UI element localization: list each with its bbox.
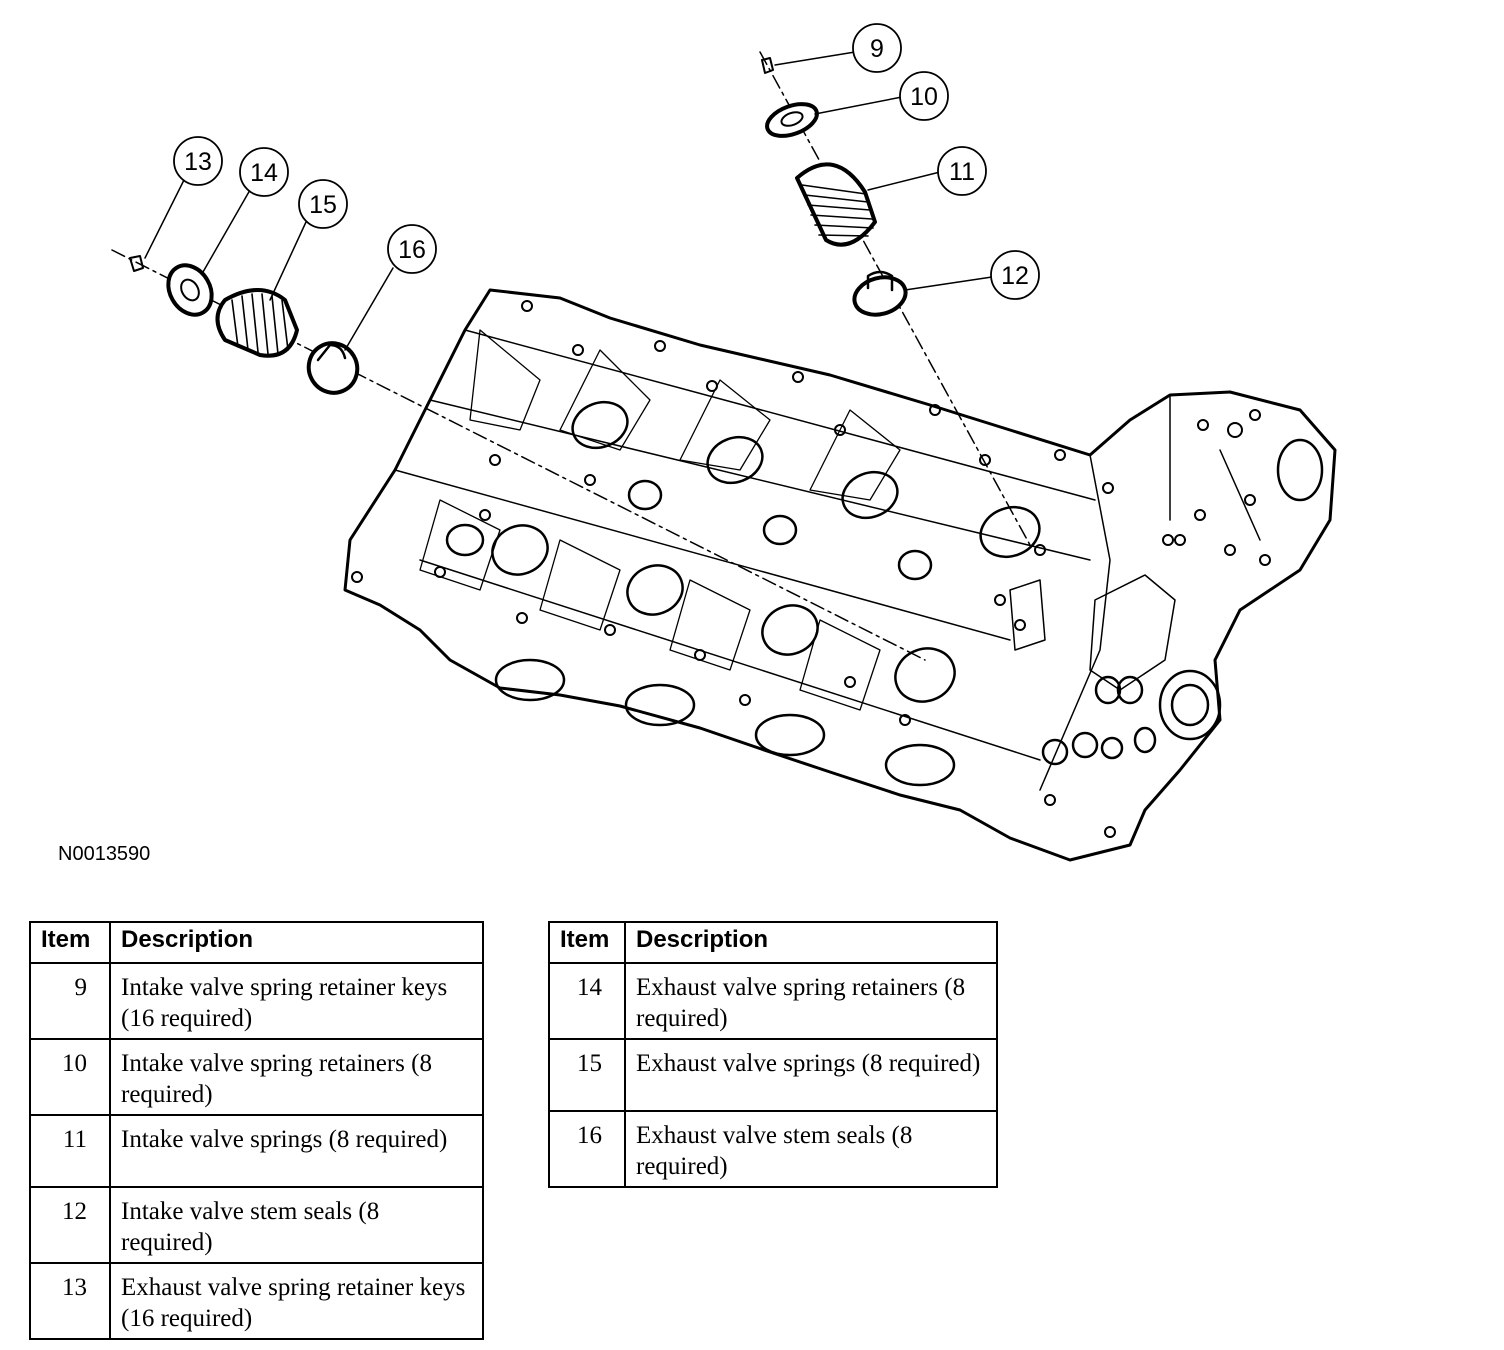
callout-circle-10 [899, 71, 949, 121]
item-number: 14 [548, 962, 626, 1040]
callout-circle-12 [990, 250, 1040, 300]
callout-13: 13 [184, 148, 212, 176]
column-header-description: Description [624, 921, 998, 964]
item-description: Intake valve spring retainer keys (16 re… [109, 962, 484, 1040]
item-description: Intake valve springs (8 required) [109, 1114, 484, 1188]
callout-circle-16 [387, 224, 437, 274]
table-header-row: Item Description [29, 921, 484, 964]
callout-12: 12 [1001, 262, 1029, 290]
table-header-row: Item Description [548, 921, 998, 964]
callout-circle-9 [852, 23, 902, 73]
intake-valve-assembly [759, 51, 1031, 546]
callout-11: 11 [949, 158, 975, 186]
item-number: 13 [29, 1262, 111, 1340]
callout-14: 14 [250, 159, 278, 187]
cylinder-head-exploded-diagram: 9 10 11 12 13 14 15 16 [111, 23, 1337, 862]
callout-circle-15 [298, 179, 348, 229]
table-row: 10 Intake valve spring retainers (8 requ… [29, 1038, 484, 1116]
callout-16: 16 [398, 236, 426, 264]
item-number: 9 [29, 962, 111, 1040]
table-row: 14 Exhaust valve spring retainers (8 req… [548, 962, 998, 1040]
callout-circle-11 [937, 146, 987, 196]
table-row: 12 Intake valve stem seals (8 required) [29, 1186, 484, 1264]
cylinder-head [343, 288, 1337, 862]
table-row: 16 Exhaust valve stem seals (8 required) [548, 1110, 998, 1188]
callout-circle-13 [173, 136, 223, 186]
callout-9: 9 [870, 35, 884, 63]
table-row: 15 Exhaust valve springs (8 required) [548, 1038, 998, 1112]
parts-table-left: Item Description 9 Intake valve spring r… [29, 921, 484, 1340]
parts-table-right: Item Description 14 Exhaust valve spring… [548, 921, 998, 1188]
item-description: Exhaust valve stem seals (8 required) [624, 1110, 998, 1188]
item-description: Exhaust valve springs (8 required) [624, 1038, 998, 1112]
callout-15: 15 [309, 191, 337, 219]
callout-circles [173, 23, 1040, 300]
callout-circle-14 [239, 147, 289, 197]
column-header-item: Item [29, 921, 111, 964]
item-description: Intake valve stem seals (8 required) [109, 1186, 484, 1264]
item-number: 16 [548, 1110, 626, 1188]
figure-id: N0013590 [58, 843, 151, 865]
exhaust-valve-assembly [111, 249, 926, 661]
callout-leaders [144, 51, 993, 351]
item-number: 11 [29, 1114, 111, 1188]
table-row: 13 Exhaust valve spring retainer keys (1… [29, 1262, 484, 1340]
table-row: 11 Intake valve springs (8 required) [29, 1114, 484, 1188]
callout-10: 10 [910, 83, 938, 111]
item-number: 10 [29, 1038, 111, 1116]
item-description: Intake valve spring retainers (8 require… [109, 1038, 484, 1116]
column-header-item: Item [548, 921, 626, 964]
column-header-description: Description [109, 921, 484, 964]
item-number: 15 [548, 1038, 626, 1112]
table-row: 9 Intake valve spring retainer keys (16 … [29, 962, 484, 1040]
item-description: Exhaust valve spring retainers (8 requir… [624, 962, 998, 1040]
item-description: Exhaust valve spring retainer keys (16 r… [109, 1262, 484, 1340]
item-number: 12 [29, 1186, 111, 1264]
